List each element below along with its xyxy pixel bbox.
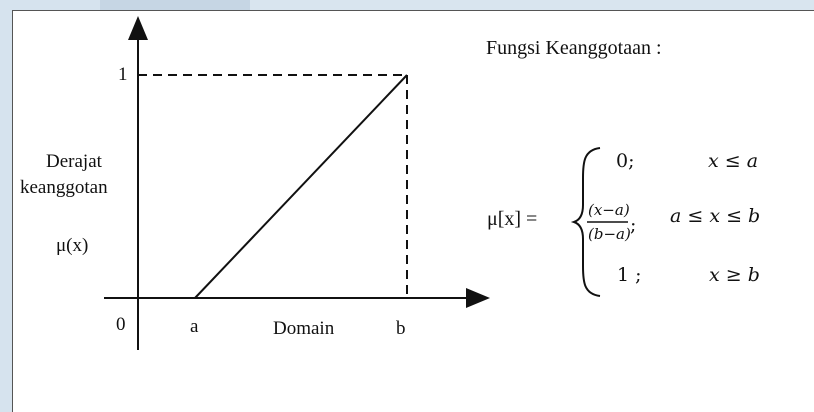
case3-value: 1 ;	[617, 264, 642, 286]
case2-numerator: (x−a)	[588, 201, 630, 219]
case2-denominator: (b−a)	[588, 225, 631, 243]
membership-ramp-line	[194, 74, 408, 299]
diagram-frame	[12, 10, 814, 412]
formula-title: Fungsi Keanggotaan :	[486, 37, 662, 59]
origin-label: 0	[116, 314, 126, 335]
y-tick-one: 1	[118, 64, 128, 85]
y-axis-symbol: μ(x)	[56, 235, 89, 256]
x-label-a: a	[190, 316, 199, 337]
case1-condition: x ≤ a	[708, 150, 759, 172]
cases-brace	[570, 147, 601, 297]
x-axis-label: Domain	[273, 318, 335, 339]
case1-value: 0;	[616, 150, 635, 172]
x-label-b: b	[396, 318, 406, 339]
y-axis-label-line1: Derajat	[46, 151, 102, 172]
case2-suffix: ;	[630, 214, 637, 236]
y-axis-label-line2: keanggotan	[20, 177, 108, 198]
case2-condition: a ≤ x ≤ b	[670, 205, 761, 227]
formula-lhs: μ[x] =	[487, 208, 538, 230]
case3-condition: x ≥ b	[709, 264, 760, 286]
